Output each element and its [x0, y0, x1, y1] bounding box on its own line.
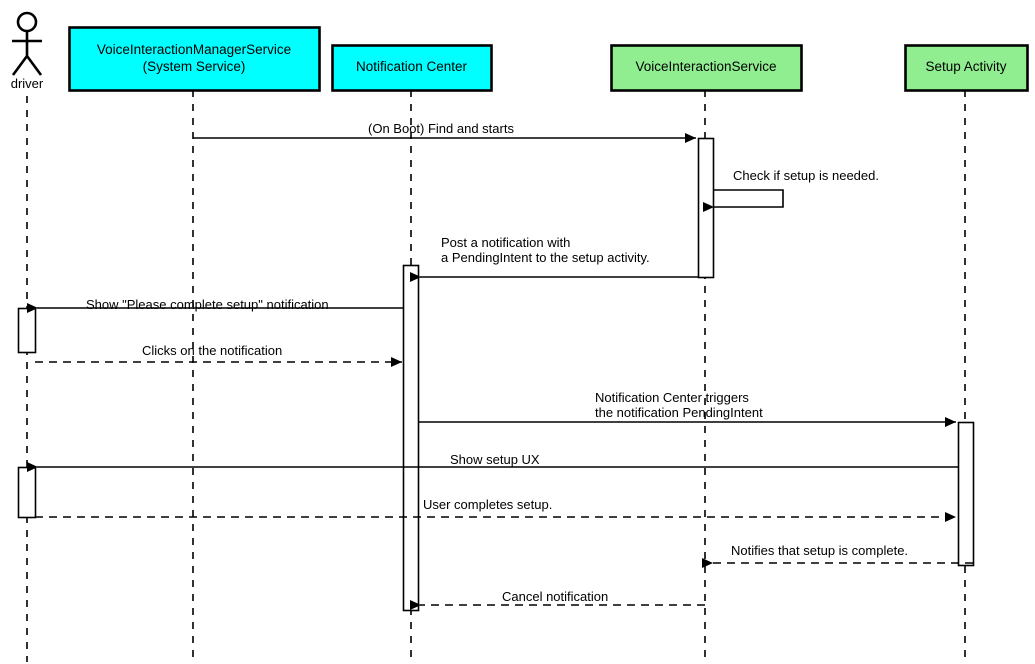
- message-label-m3: Post a notification with a PendingIntent…: [441, 235, 650, 266]
- participant-box-setup[interactable]: [904, 44, 1029, 92]
- message-label-m7: Show setup UX: [450, 452, 540, 467]
- actor-head-icon: [16, 11, 38, 33]
- message-label-m6: Notification Center triggers the notific…: [595, 390, 763, 421]
- activation-bar-vis-0: [697, 137, 715, 279]
- message-label-m4: Show "Please complete setup" notificatio…: [86, 297, 329, 312]
- activation-bar-setup-4: [957, 421, 975, 567]
- participant-label-notif: Notification Center: [355, 59, 468, 75]
- message-line-m2[interactable]: [703, 189, 784, 212]
- actor-leg-right-icon: [25, 55, 43, 76]
- activation-bar-notif-1: [402, 264, 420, 612]
- message-label-m1: (On Boot) Find and starts: [368, 121, 514, 136]
- message-label-m9: Notifies that setup is complete.: [731, 543, 909, 558]
- actor-label-driver: driver: [10, 76, 44, 91]
- participant-label-vims: VoiceInteractionManagerService (System S…: [96, 41, 292, 74]
- message-label-m8: User completes setup.: [423, 497, 553, 512]
- participant-box-vis[interactable]: [610, 44, 803, 92]
- message-label-m2: Check if setup is needed.: [733, 168, 879, 183]
- participant-label-setup: Setup Activity: [925, 59, 1007, 75]
- message-label-m5: Clicks on the notification: [142, 343, 283, 358]
- message-label-m10: Cancel notification: [502, 589, 609, 604]
- participant-label-vis: VoiceInteractionService: [635, 59, 777, 75]
- actor-leg-left-icon: [11, 55, 29, 76]
- participant-box-vims[interactable]: [68, 26, 321, 92]
- activation-bar-driver-3: [17, 466, 37, 519]
- activation-bar-driver-2: [17, 307, 37, 354]
- participant-box-notif[interactable]: [331, 44, 493, 92]
